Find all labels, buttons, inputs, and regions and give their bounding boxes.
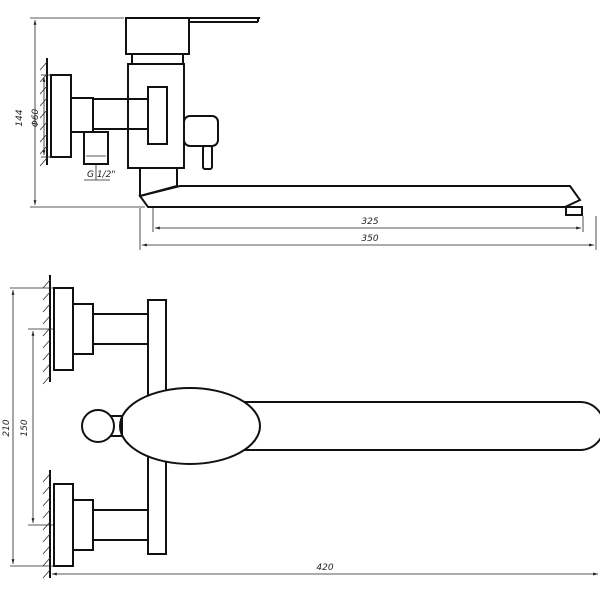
dim-150-label: 150 — [20, 419, 30, 436]
dim-325-label: 325 — [361, 217, 378, 227]
cartridge-neck — [131, 53, 184, 65]
mixer-body-top — [119, 387, 261, 465]
dim-210-label: 210 — [2, 419, 12, 436]
side-connector-pipe — [92, 98, 149, 130]
diverter-knob-top — [81, 409, 115, 443]
dim-height-label: 144 — [15, 109, 25, 126]
side-view: 144 Φ60 G 1/2" 325 350 — [15, 17, 597, 250]
side-wall — [39, 58, 48, 167]
lower-inlet — [53, 483, 149, 567]
diverter-stem — [202, 145, 213, 170]
lever-handle — [125, 17, 260, 55]
top-wall-lower — [42, 470, 51, 579]
top-wall-upper — [42, 275, 51, 385]
top-view: 210 150 420 — [2, 275, 600, 579]
aerator — [565, 206, 583, 216]
side-flange — [50, 74, 72, 158]
side-thread-fitting — [83, 131, 109, 165]
thread-label: G 1/2" — [87, 170, 115, 180]
mixer-body — [127, 63, 185, 169]
diverter-knob — [183, 115, 219, 147]
dim-350-label: 350 — [361, 234, 378, 244]
spout-arm-top — [230, 401, 600, 451]
upper-inlet — [53, 287, 149, 371]
dim-420-label: 420 — [316, 563, 333, 573]
side-cross-plate — [147, 86, 168, 145]
spout-arm — [138, 185, 582, 208]
dim-diameter-label: Φ60 — [31, 108, 41, 127]
side-eccentric — [70, 97, 94, 133]
